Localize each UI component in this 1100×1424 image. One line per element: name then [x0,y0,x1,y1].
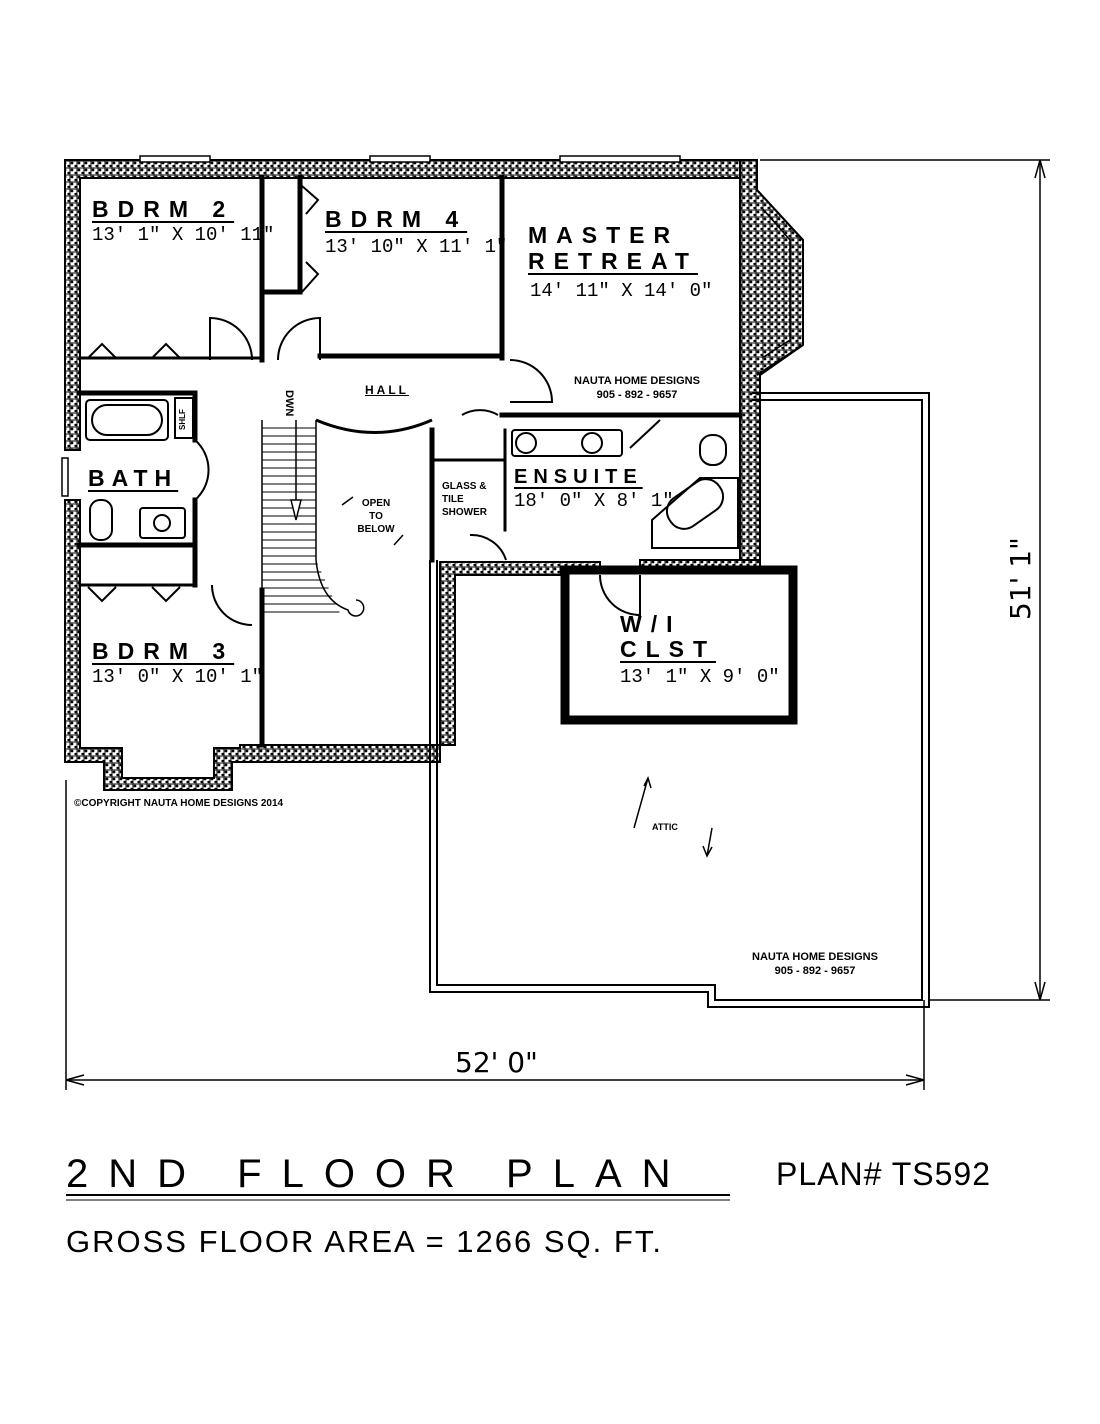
master-label-line1: MASTER [528,222,680,248]
bath-fixtures [85,397,739,549]
closet-doors [87,185,320,603]
bdrm2-label: BDRM 2 [92,196,235,222]
shower-line3: SHOWER [442,507,487,518]
door-swings [194,316,661,626]
designer-stamp-top-name: NAUTA HOME DESIGNS [574,375,700,387]
designer-stamp-top-phone: 905 - 892 - 9657 [596,389,678,402]
page-title: 2ND FLOOR PLAN [66,1152,691,1196]
open-to-below-line2: TO [369,511,383,522]
open-to-below-label: OPEN TO BELOW [354,497,398,536]
designer-stamp-bottom-name: NAUTA HOME DESIGNS [752,951,878,963]
wic-label-line2: CLST [620,636,717,662]
depth-dimension: 51' 1" [1004,537,1037,620]
ensuite-dimensions: 18' 0" X 8' 1" [514,490,674,512]
walk-in-closet-walls [560,565,798,725]
plan-number: PLAN# TS592 [776,1156,991,1192]
designer-stamp-top: NAUTA HOME DESIGNS 905 - 892 - 9657 [562,374,712,403]
attic-arrows [341,496,713,858]
designer-stamp-bottom: NAUTA HOME DESIGNS 905 - 892 - 9657 [740,950,890,979]
wic-dimensions: 13' 1" X 9' 0" [620,666,780,688]
staircase [261,420,365,617]
gross-floor-area: GROSS FLOOR AREA = 1266 SQ. FT. [66,1224,663,1259]
bdrm3-dimensions: 13' 0" X 10' 1" [92,666,264,688]
bdrm3-label: BDRM 3 [92,638,235,664]
designer-stamp-bottom-phone: 905 - 892 - 9657 [774,965,856,978]
master-label-line2: RETREAT [528,248,698,274]
exterior-walls [61,155,804,791]
bdrm4-label: BDRM 4 [325,206,468,232]
bath-label: BATH [88,465,179,491]
shower-label: GLASS & TILE SHOWER [442,480,502,519]
bdrm2-dimensions: 13' 1" X 10' 11" [92,224,275,246]
interior-walls [77,175,743,748]
open-to-below-line1: OPEN [361,498,391,509]
ensuite-label: ENSUITE [514,466,643,488]
copyright-notice: ©COPYRIGHT NAUTA HOME DESIGNS 2014 [74,798,284,809]
shower-line2: TILE [442,494,464,505]
wic-label-line1: W/I [620,611,682,637]
balcony-rail [315,418,433,434]
bdrm4-dimensions: 13' 10" X 11' 1" [325,236,508,258]
attic-outline [436,399,923,1001]
stair-treads [262,427,340,613]
shelf-label: SHLF [178,409,187,430]
width-dimension: 52' 0" [455,1046,538,1079]
down-label: DWN [283,390,295,417]
open-to-below-line3: BELOW [357,524,395,535]
master-dimensions: 14' 11" X 14' 0" [530,280,713,302]
attic-label: ATTIC [652,822,678,832]
dimension-lines [65,159,1050,1090]
hall-label: HALL [365,383,409,397]
shower-line1: GLASS & [442,481,487,492]
